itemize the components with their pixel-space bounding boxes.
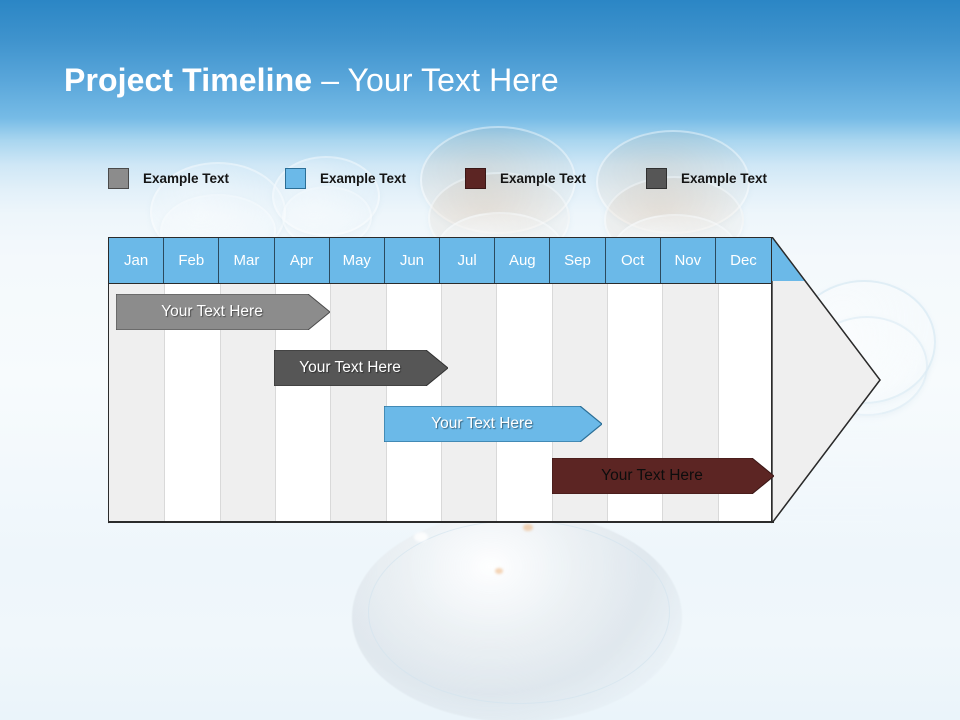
month-header-sep[interactable]: Sep [550, 238, 606, 283]
month-header-jul[interactable]: Jul [440, 238, 496, 283]
timeline-grid: Jan Feb Mar Apr May Jun Jul Aug Sep Oct … [108, 237, 772, 523]
legend-item-1[interactable]: Example Text [108, 168, 229, 189]
month-header-row: Jan Feb Mar Apr May Jun Jul Aug Sep Oct … [109, 238, 771, 283]
legend: Example Text Example Text Example Text E… [108, 168, 828, 196]
page-title-strong: Project Timeline [64, 62, 313, 98]
timeline-arrow-head-icon [772, 237, 882, 523]
legend-swatch-icon [646, 168, 667, 189]
month-header-jan[interactable]: Jan [109, 238, 165, 283]
legend-item-3[interactable]: Example Text [465, 168, 586, 189]
background-highlight [414, 532, 428, 542]
legend-item-label: Example Text [143, 171, 230, 186]
month-header-feb[interactable]: Feb [164, 238, 220, 283]
month-header-mar[interactable]: Mar [219, 238, 275, 283]
timeline-bar-4[interactable]: Your Text Here [552, 458, 774, 494]
legend-swatch-icon [465, 168, 486, 189]
legend-item-label: Example Text [681, 171, 768, 186]
timeline-bar-1[interactable]: Your Text Here [116, 294, 330, 330]
timeline-bar-3[interactable]: Your Text Here [384, 406, 602, 442]
month-header-oct[interactable]: Oct [605, 238, 661, 283]
month-header-jun[interactable]: Jun [384, 238, 441, 283]
legend-swatch-icon [285, 168, 306, 189]
legend-swatch-icon [108, 168, 129, 189]
background-sphere-ring [368, 520, 670, 704]
month-header-aug[interactable]: Aug [495, 238, 551, 283]
timeline-chart: Jan Feb Mar Apr May Jun Jul Aug Sep Oct … [108, 237, 772, 523]
month-header-may[interactable]: May [329, 238, 385, 283]
legend-item-4[interactable]: Example Text [646, 168, 767, 189]
background-highlight [495, 568, 503, 574]
legend-item-2[interactable]: Example Text [285, 168, 406, 189]
month-header-nov[interactable]: Nov [660, 238, 716, 283]
legend-item-label: Example Text [320, 171, 407, 186]
page-title-light: – Your Text Here [312, 62, 559, 98]
timeline-bar-2[interactable]: Your Text Here [274, 350, 448, 386]
page-title: Project Timeline – Your Text Here [64, 58, 559, 102]
month-header-apr[interactable]: Apr [274, 238, 330, 283]
chart-baseline [108, 521, 774, 523]
legend-item-label: Example Text [500, 171, 587, 186]
month-header-dec[interactable]: Dec [715, 238, 771, 283]
background-highlight [523, 524, 533, 531]
